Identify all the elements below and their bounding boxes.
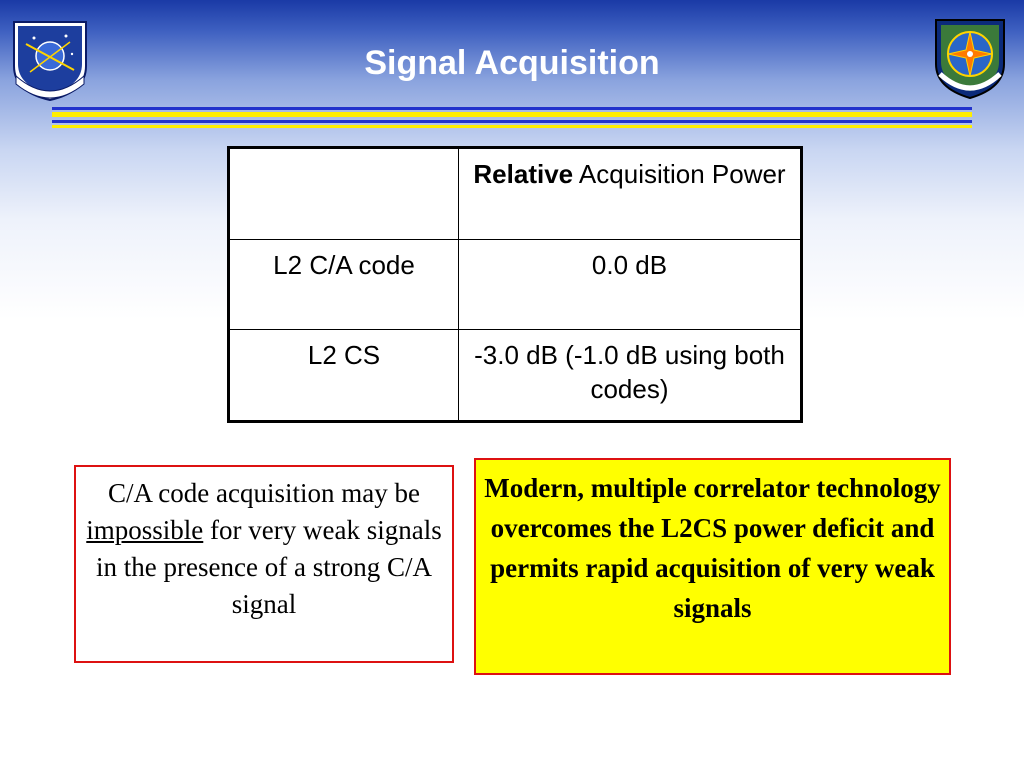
header-relative-word: Relative <box>473 159 574 189</box>
air-force-seal-icon <box>13 21 87 102</box>
table-row: L2 CS -3.0 dB (-1.0 dB using both codes) <box>228 329 802 422</box>
acquisition-power-table: Relative Acquisition Power L2 C/A code 0… <box>227 146 803 423</box>
header-rule-yellow-1 <box>52 112 972 117</box>
row-label: L2 CS <box>228 329 459 422</box>
header-rule-yellow-2 <box>52 125 972 128</box>
row-value: -3.0 dB (-1.0 dB using both codes) <box>458 329 802 422</box>
header-rule-blue-2 <box>52 120 972 123</box>
header-rest: Acquisition Power <box>573 159 786 189</box>
correlator-note-box: Modern, multiple correlator technology o… <box>474 458 951 675</box>
ca-code-note-box: C/A code acquisition may be impossible f… <box>74 465 454 663</box>
table-row: L2 C/A code 0.0 dB <box>228 239 802 330</box>
header-rule-blue-1 <box>52 107 972 110</box>
note-text-2: for very weak signals in the presence of… <box>96 515 442 619</box>
slide-title: Signal Acquisition <box>364 44 660 82</box>
table-header-row: Relative Acquisition Power <box>228 147 802 240</box>
table-header-empty <box>228 147 459 240</box>
row-label: L2 C/A code <box>228 239 459 330</box>
row-value: 0.0 dB <box>458 239 802 330</box>
note-emphasis: impossible <box>86 515 204 545</box>
navstar-gps-seal-icon <box>935 19 1005 100</box>
note-text-1: C/A code acquisition may be <box>108 478 420 508</box>
table-header-relative-power: Relative Acquisition Power <box>458 147 802 240</box>
